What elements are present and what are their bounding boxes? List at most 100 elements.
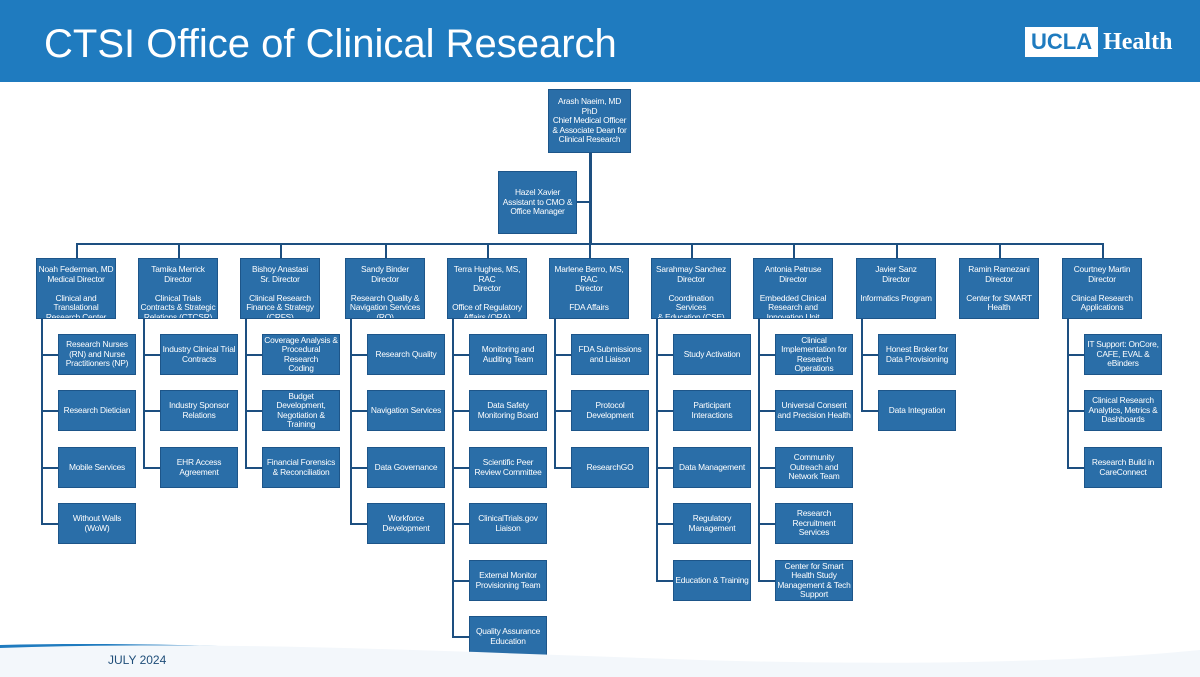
unit-branch-connector xyxy=(758,466,775,469)
department-drop-connector xyxy=(691,243,693,258)
unit-rail-connector xyxy=(1067,319,1069,468)
unit-rail-connector xyxy=(758,319,760,581)
unit-box: IT Support: OnCore, CAFE, EVAL & eBinder… xyxy=(1084,334,1162,375)
unit-rail-connector xyxy=(656,319,658,581)
unit-box: Research Quality xyxy=(367,334,445,375)
spine-connector xyxy=(589,153,592,245)
unit-branch-connector xyxy=(350,353,367,356)
department-head-box: Courtney Martin Director Clinical Resear… xyxy=(1062,258,1142,319)
unit-branch-connector xyxy=(758,353,775,356)
unit-branch-connector xyxy=(245,466,262,469)
unit-branch-connector xyxy=(452,635,469,638)
department-head-box: Tamika Merrick Director Clinical Trials … xyxy=(138,258,218,319)
department-head-box: Marlene Berro, MS, RAC Director FDA Affa… xyxy=(549,258,629,319)
department-drop-connector xyxy=(280,243,282,258)
unit-branch-connector xyxy=(758,409,775,412)
assistant-connector xyxy=(577,201,589,203)
unit-box: Research Recruitment Services xyxy=(775,503,853,544)
department-head-box: Bishoy Anastasi Sr. Director Clinical Re… xyxy=(240,258,320,319)
unit-box: Budget Development, Negotiation & Traini… xyxy=(262,390,340,431)
unit-rail-connector xyxy=(143,319,145,468)
unit-branch-connector xyxy=(245,353,262,356)
unit-rail-connector xyxy=(41,319,43,524)
unit-branch-connector xyxy=(1067,466,1084,469)
department-head-box: Antonia Petruse Director Embedded Clinic… xyxy=(753,258,833,319)
unit-box: Navigation Services xyxy=(367,390,445,431)
department-head-box: Terra Hughes, MS, RAC Director Office of… xyxy=(447,258,527,319)
unit-branch-connector xyxy=(1067,409,1084,412)
unit-rail-connector xyxy=(350,319,352,524)
department-drop-connector xyxy=(589,243,591,258)
unit-rail-connector xyxy=(861,319,863,411)
chief-medical-officer-box: Arash Naeim, MD PhD Chief Medical Office… xyxy=(548,89,631,153)
page-title: CTSI Office of Clinical Research xyxy=(44,22,617,66)
unit-box: Clinical Research Analytics, Metrics & D… xyxy=(1084,390,1162,431)
unit-box: Quality Assurance Education xyxy=(469,616,547,657)
unit-box: Universal Consent and Precision Health xyxy=(775,390,853,431)
unit-box: External Monitor Provisioning Team xyxy=(469,560,547,601)
unit-branch-connector xyxy=(143,409,160,412)
department-drop-connector xyxy=(896,243,898,258)
unit-branch-connector xyxy=(452,353,469,356)
unit-rail-connector xyxy=(554,319,556,468)
unit-branch-connector xyxy=(554,353,571,356)
unit-box: FDA Submissions and Liaison xyxy=(571,334,649,375)
unit-box: ResearchGO xyxy=(571,447,649,488)
unit-box: ClinicalTrials.gov Liaison xyxy=(469,503,547,544)
unit-box: Data Governance xyxy=(367,447,445,488)
unit-box: Scientific Peer Review Committee xyxy=(469,447,547,488)
department-head-box: Sandy Binder Director Research Quality &… xyxy=(345,258,425,319)
department-drop-connector xyxy=(487,243,489,258)
department-drop-connector xyxy=(999,243,1001,258)
unit-branch-connector xyxy=(554,466,571,469)
unit-box: Regulatory Management xyxy=(673,503,751,544)
unit-box: Data Safety Monitoring Board xyxy=(469,390,547,431)
unit-branch-connector xyxy=(350,466,367,469)
unit-branch-connector xyxy=(41,522,58,525)
unit-branch-connector xyxy=(656,579,673,582)
unit-box: Mobile Services xyxy=(58,447,136,488)
unit-box: Education & Training xyxy=(673,560,751,601)
logo-health-text: Health xyxy=(1103,28,1173,55)
unit-branch-connector xyxy=(41,409,58,412)
department-head-box: Sarahmay Sanchez Director Coordination S… xyxy=(651,258,731,319)
department-head-box: Noah Federman, MD Medical Director Clini… xyxy=(36,258,116,319)
unit-branch-connector xyxy=(41,353,58,356)
unit-box: Financial Forensics & Reconciliation xyxy=(262,447,340,488)
unit-box: Research Nurses (RN) and Nurse Practitio… xyxy=(58,334,136,375)
unit-branch-connector xyxy=(758,522,775,525)
department-drop-connector xyxy=(178,243,180,258)
ucla-health-logo: UCLA Health xyxy=(1025,27,1172,57)
unit-branch-connector xyxy=(452,466,469,469)
unit-branch-connector xyxy=(656,522,673,525)
unit-branch-connector xyxy=(245,409,262,412)
unit-branch-connector xyxy=(41,466,58,469)
unit-box: Clinical Implementation for Research Ope… xyxy=(775,334,853,375)
unit-box: EHR Access Agreement xyxy=(160,447,238,488)
unit-box: Participant Interactions xyxy=(673,390,751,431)
unit-box: Study Activation xyxy=(673,334,751,375)
unit-box: Data Integration xyxy=(878,390,956,431)
department-head-box: Ramin Ramezani Director Center for SMART… xyxy=(959,258,1039,319)
unit-box: Coverage Analysis & Procedural Research … xyxy=(262,334,340,375)
unit-branch-connector xyxy=(143,466,160,469)
unit-box: Without Walls (WoW) xyxy=(58,503,136,544)
logo-ucla-text: UCLA xyxy=(1025,27,1099,57)
unit-rail-connector xyxy=(245,319,247,468)
unit-box: Industry Sponsor Relations xyxy=(160,390,238,431)
unit-branch-connector xyxy=(1067,353,1084,356)
department-drop-connector xyxy=(385,243,387,258)
department-head-box: Javier Sanz Director Informatics Program xyxy=(856,258,936,319)
unit-branch-connector xyxy=(656,353,673,356)
unit-branch-connector xyxy=(861,353,878,356)
unit-branch-connector xyxy=(656,466,673,469)
unit-branch-connector xyxy=(350,409,367,412)
unit-branch-connector xyxy=(452,522,469,525)
unit-branch-connector xyxy=(350,522,367,525)
unit-branch-connector xyxy=(656,409,673,412)
unit-box: Community Outreach and Network Team xyxy=(775,447,853,488)
unit-branch-connector xyxy=(758,579,775,582)
unit-branch-connector xyxy=(554,409,571,412)
unit-box: Research Dietician xyxy=(58,390,136,431)
